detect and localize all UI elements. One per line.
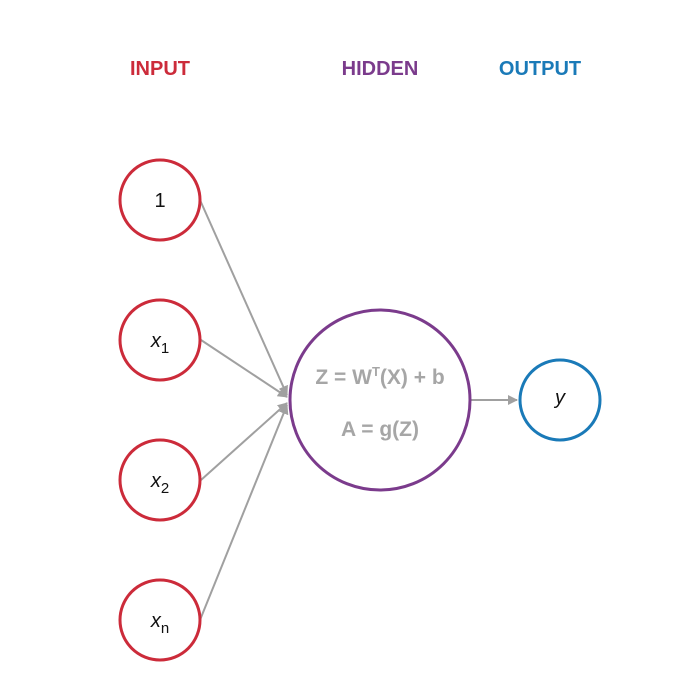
z-formula: Z = WT(X) + b [315, 364, 444, 389]
output-header: OUTPUT [499, 58, 581, 80]
a-formula: A = g(Z) [341, 418, 419, 441]
hidden-node-circle [288, 308, 472, 492]
output-node: y [518, 358, 602, 442]
z-formula-superscript: T [372, 364, 380, 379]
edge-input-xn-to-hidden [199, 404, 289, 621]
input-node-x2-subscript: 2 [161, 480, 169, 497]
hidden-node: Z = WT(X) + b A = g(Z) [288, 308, 472, 492]
input-node-x2: x2 [118, 438, 202, 522]
input-node-x1-circle [118, 298, 202, 382]
input-node-x2-var: x [150, 470, 162, 492]
z-formula-prefix: Z = W [315, 366, 372, 389]
svg-text:x1: x1 [150, 330, 169, 357]
z-formula-suffix: (X) + b [380, 366, 445, 389]
svg-text:xn: xn [150, 610, 169, 637]
input-header: INPUT [130, 58, 190, 80]
input-node-x1: x1 [118, 298, 202, 382]
output-node-label: y [553, 387, 566, 409]
input-node-x1-subscript: 1 [161, 340, 169, 357]
input-node-xn-circle [118, 578, 202, 662]
svg-text:1: 1 [154, 190, 165, 212]
svg-text:x2: x2 [150, 470, 169, 497]
edge-input-1-to-hidden [199, 199, 288, 396]
input-node-xn: xn [118, 578, 202, 662]
input-node-x1-var: x [150, 330, 162, 352]
input-node-1: 1 [118, 158, 202, 242]
input-node-xn-subscript: n [161, 620, 169, 637]
output-node-circle [518, 358, 602, 442]
edge-input-x2-to-hidden [200, 402, 288, 481]
hidden-header: HIDDEN [342, 58, 419, 80]
input-edges [199, 199, 289, 621]
edge-input-x1-to-hidden [200, 339, 288, 398]
input-node-x2-circle [118, 438, 202, 522]
input-node-1-circle [118, 158, 202, 242]
input-node-xn-var: x [150, 610, 162, 632]
input-node-1-label: 1 [154, 190, 165, 212]
